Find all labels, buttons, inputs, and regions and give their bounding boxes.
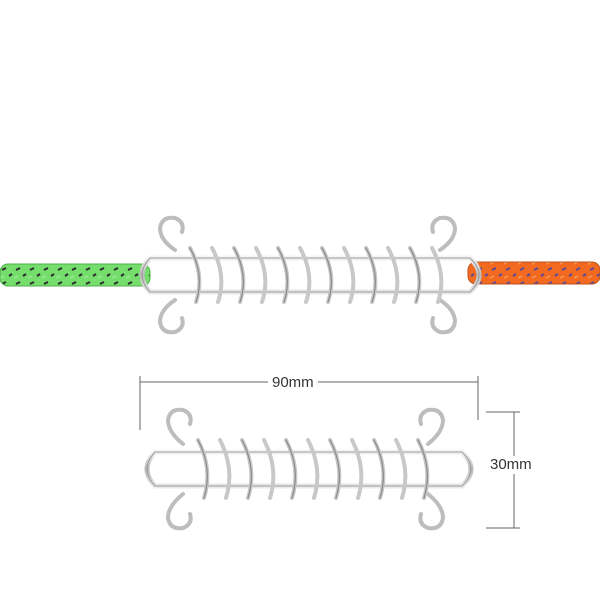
height-dimension-label: 30mm xyxy=(490,456,532,474)
rope-left-green xyxy=(0,263,151,287)
spring-tensioner-top xyxy=(139,215,482,335)
rope-right-orange xyxy=(467,261,600,285)
spring-tensioner-bottom xyxy=(144,407,474,531)
length-dimension-label: 90mm xyxy=(268,374,318,392)
